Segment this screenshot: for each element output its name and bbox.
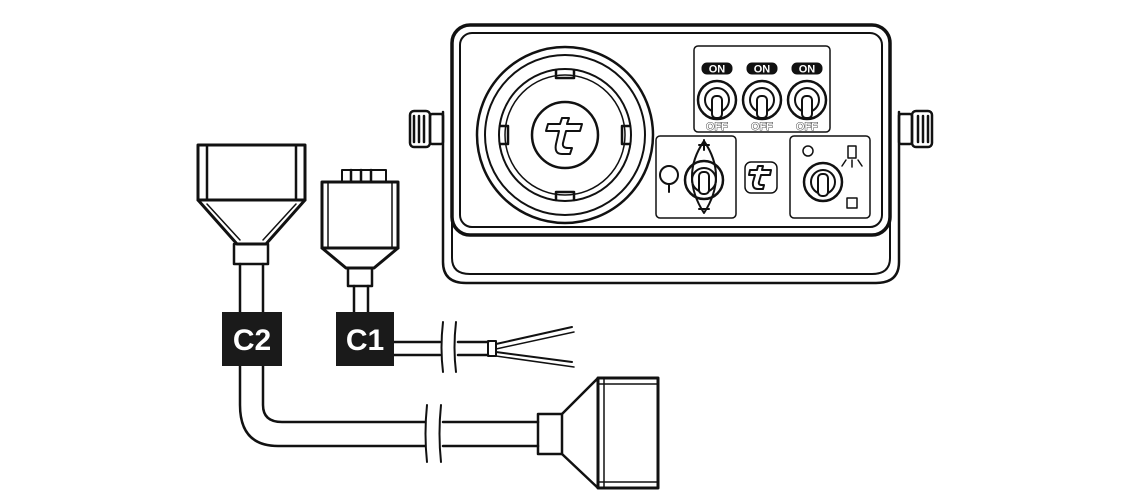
lamp-icon <box>659 165 679 193</box>
control-box <box>408 23 934 285</box>
dimmer-panel <box>655 135 737 219</box>
c2-label-text: C2 <box>233 324 271 357</box>
switch-1-off-label: OFF <box>706 121 728 133</box>
switch-panel <box>693 45 831 133</box>
c2-far-connector <box>536 376 660 490</box>
toggle-switch-3[interactable] <box>786 62 828 121</box>
left-knob[interactable] <box>408 109 445 149</box>
c2-label: C2 <box>222 312 282 366</box>
switch-3-off-label: OFF <box>796 121 818 133</box>
small-t-logo-icon <box>744 161 778 194</box>
c1-label: C1 <box>336 312 394 366</box>
c2-connector <box>196 143 307 266</box>
c1-label-text: C1 <box>346 324 384 357</box>
switch-3-on-label: ON <box>799 64 816 76</box>
c1-connector <box>320 168 400 288</box>
light-off-icon <box>846 197 858 209</box>
switch-labels: ON OFF ON OFF ON OFF <box>706 63 819 133</box>
switch-2-on-label: ON <box>754 64 771 76</box>
switch-1-on-label: ON <box>709 64 726 76</box>
main-dial[interactable] <box>475 45 655 225</box>
switch-2-off-label: OFF <box>751 121 773 133</box>
dimmer-toggle[interactable] <box>683 140 725 214</box>
toggle-switch-2[interactable] <box>741 62 783 121</box>
c1-cable <box>352 284 575 373</box>
light-on-icon <box>841 145 863 168</box>
right-knob[interactable] <box>897 109 934 149</box>
lights-panel <box>789 135 871 219</box>
t-logo-icon <box>530 100 600 170</box>
lights-toggle[interactable] <box>802 161 844 203</box>
toggle-switch-1[interactable] <box>696 62 738 121</box>
c2-cable <box>238 262 540 463</box>
plus-icon <box>698 139 710 151</box>
